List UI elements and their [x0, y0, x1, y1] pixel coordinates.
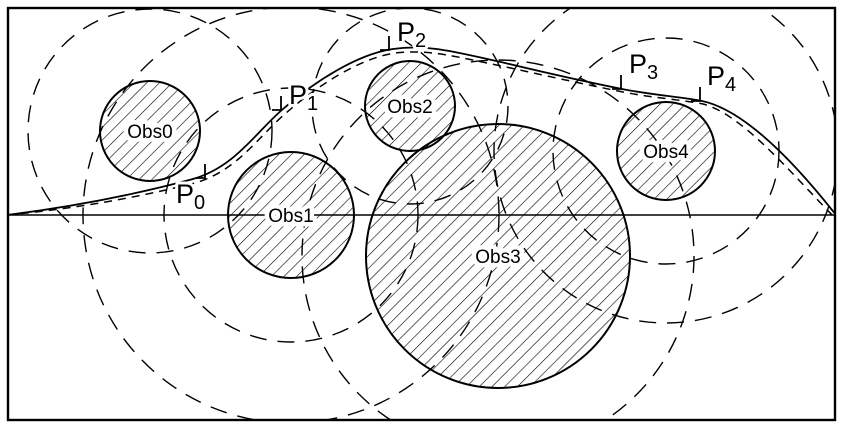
waypoint-tick-p2 — [380, 36, 390, 51]
waypoint-label-p3: P3 — [629, 49, 658, 84]
obstacle-label-obs0: Obs0 — [127, 122, 172, 143]
waypoint-label-p4: P4 — [707, 61, 736, 96]
waypoint-label-p2: P2 — [397, 17, 426, 52]
clearance-boundary-obs3 — [301, 59, 695, 420]
planned-path-dashed — [8, 51, 835, 220]
waypoint-label-p0: P0 — [176, 179, 205, 214]
waypoint-label-p1: P1 — [289, 80, 318, 115]
waypoint-tick-p3 — [612, 75, 622, 90]
diagram-border — [6, 6, 837, 422]
planned-path-solid — [8, 46, 835, 216]
obstacle-circle-obs0 — [99, 80, 201, 182]
obstacle-label-obs1: Obs1 — [268, 206, 313, 227]
obstacle-label-obs4: Obs4 — [643, 142, 689, 163]
waypoint-tick-p1 — [272, 96, 282, 111]
waypoint-tick-p0 — [196, 164, 206, 179]
waypoint-tick-p4 — [691, 87, 701, 102]
obstacle-label-obs2: Obs2 — [387, 97, 432, 118]
obstacle-circle-obs3 — [365, 123, 631, 389]
obstacle-label-obs3: Obs3 — [475, 247, 520, 268]
obstacle-circle-obs2 — [364, 60, 456, 152]
obstacle-circle-obs4 — [616, 101, 716, 201]
